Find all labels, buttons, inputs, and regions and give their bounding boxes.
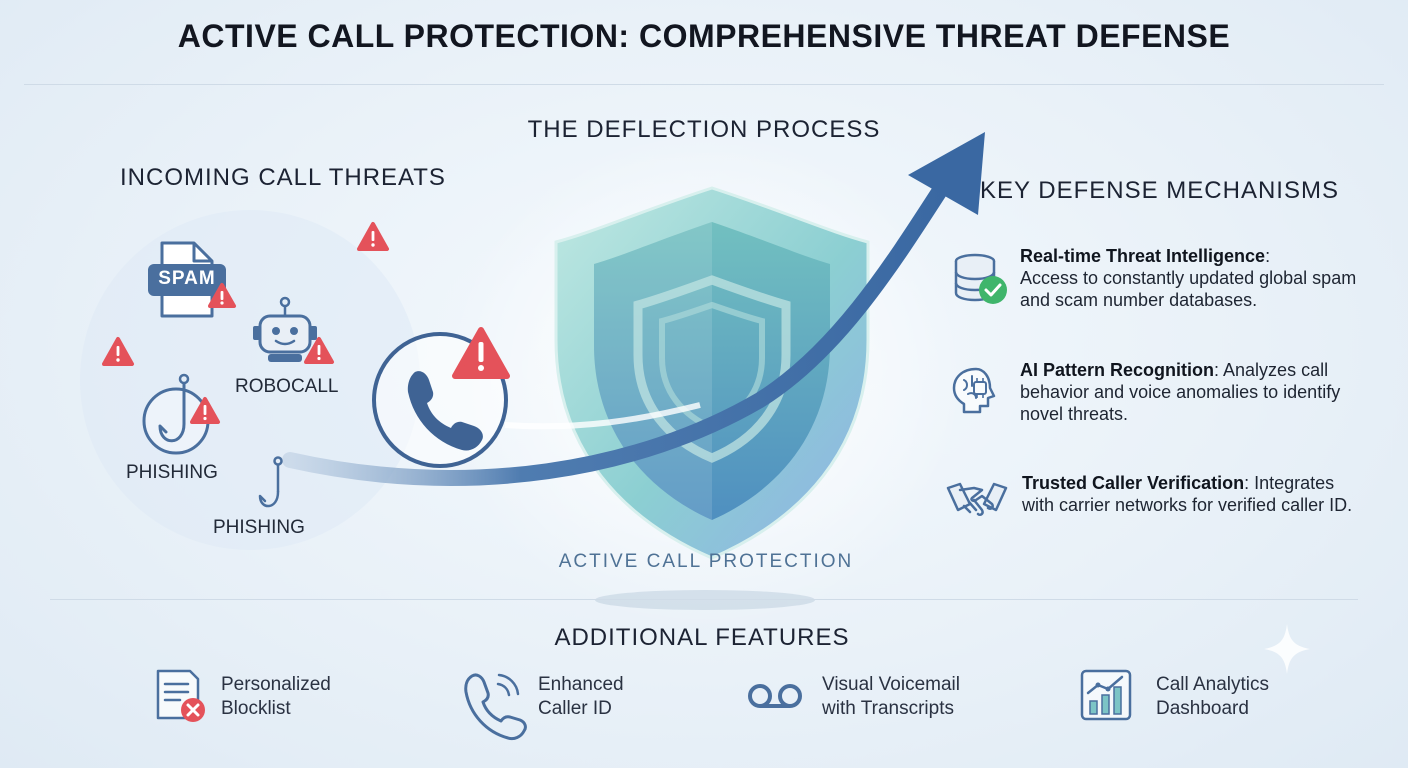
mechanism-desc: Analyzes call behavior and voice anomali… [1020,360,1341,424]
warning-icon [190,397,220,424]
phishing-hook-icon [258,456,283,508]
warning-icon [102,337,134,366]
warning-icon [304,337,334,364]
mechanism-desc: Access to constantly updated global spam… [1020,268,1357,310]
spam-document-icon [148,241,226,318]
ai-brain-icon [952,367,996,414]
caller-id-icon [464,673,527,741]
voicemail-icon [748,684,802,708]
warning-icon [357,222,389,251]
warning-icon [208,283,236,308]
robocall-label: ROBOCALL [235,376,339,397]
sparkle-icon [1264,624,1310,674]
mechanisms-heading: KEY DEFENSE MECHANISMS [980,177,1339,204]
mechanism-item-2: AI Pattern Recognition: Analyzes call be… [1020,360,1341,424]
phishing-label-2: PHISHING [213,517,305,538]
shield-label: ACTIVE CALL PROTECTION [558,551,854,572]
blocklist-icon [156,669,205,722]
top-divider [24,84,1384,85]
spam-badge: SPAM [158,268,216,289]
deflection-arrow [282,132,985,486]
mechanism-desc: Integrates with carrier networks for ver… [1022,473,1353,515]
phishing-label-1: PHISHING [126,462,218,483]
threats-heading: INCOMING CALL THREATS [120,164,446,191]
shield-shadow [595,590,815,610]
mechanism-title: Trusted Caller Verification [1022,473,1245,493]
page-title: ACTIVE CALL PROTECTION: COMPREHENSIVE TH… [177,18,1231,54]
database-check-icon [954,253,1007,304]
mechanism-item-3: Trusted Caller Verification: Integrates … [1022,473,1353,515]
mechanism-title: AI Pattern Recognition [1020,360,1215,380]
features-heading: ADDITIONAL FEATURES [554,624,850,651]
robot-icon [253,296,317,362]
bottom-divider [50,599,1358,600]
mechanism-item-1: Real-time Threat Intelligence:Access to … [1020,246,1357,310]
arrow-highlight [504,402,701,430]
analytics-icon [1080,669,1132,721]
mechanism-title: Real-time Threat Intelligence [1020,246,1266,266]
handshake-icon [946,482,1008,517]
warning-icon [452,327,510,379]
